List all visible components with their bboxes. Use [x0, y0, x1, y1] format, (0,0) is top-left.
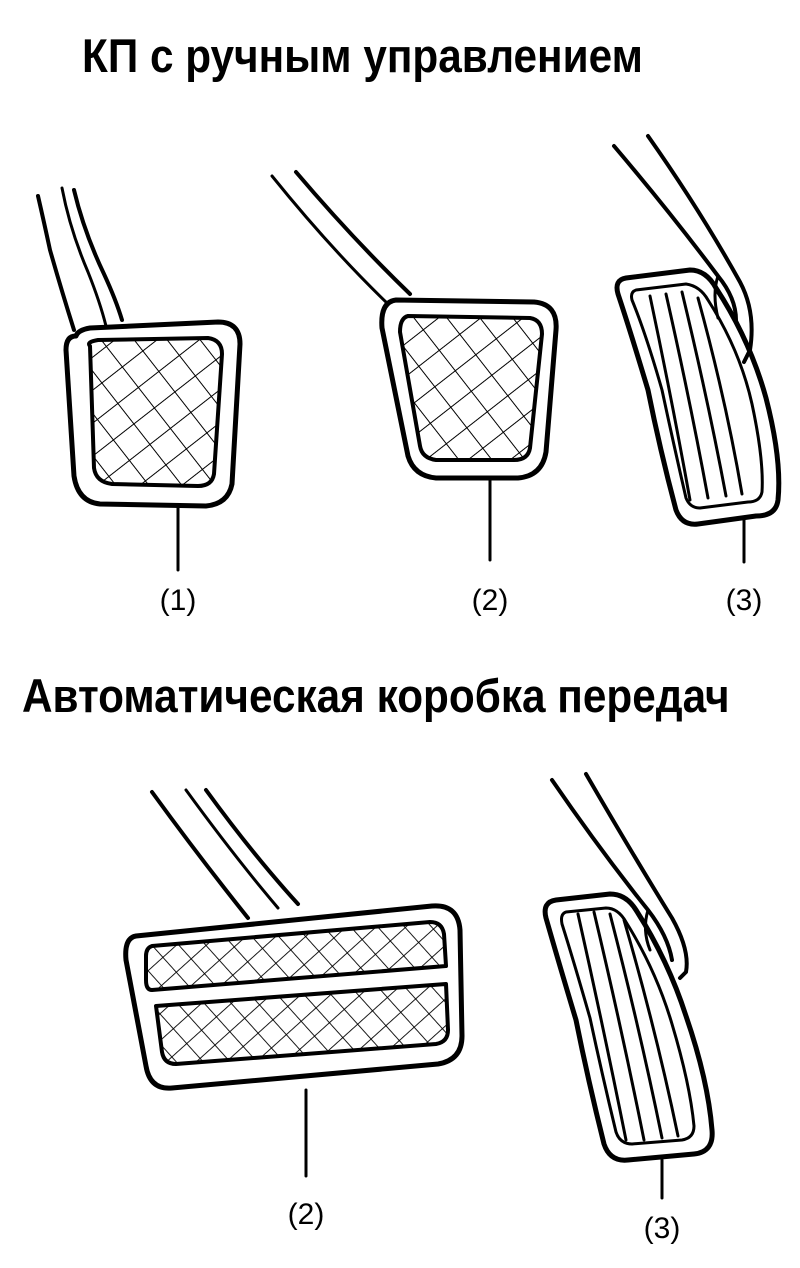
clutch-pedal — [36, 186, 243, 572]
manual-brake-pedal — [270, 170, 559, 562]
manual-transmission-heading: КП с ручным управлением — [82, 29, 643, 82]
automatic-accelerator-pedal — [542, 772, 715, 1200]
manual-accelerator-pedal — [612, 134, 782, 564]
callout-auto-brake: (2) — [288, 1198, 325, 1231]
callout-manual-clutch: (1) — [160, 584, 197, 617]
automatic-transmission-heading: Автоматическая коробка передач — [22, 669, 730, 722]
callout-auto-accelerator: (3) — [644, 1212, 681, 1245]
callout-manual-brake: (2) — [472, 584, 509, 617]
callout-manual-accelerator: (3) — [726, 584, 763, 617]
automatic-brake-pedal — [123, 788, 465, 1178]
